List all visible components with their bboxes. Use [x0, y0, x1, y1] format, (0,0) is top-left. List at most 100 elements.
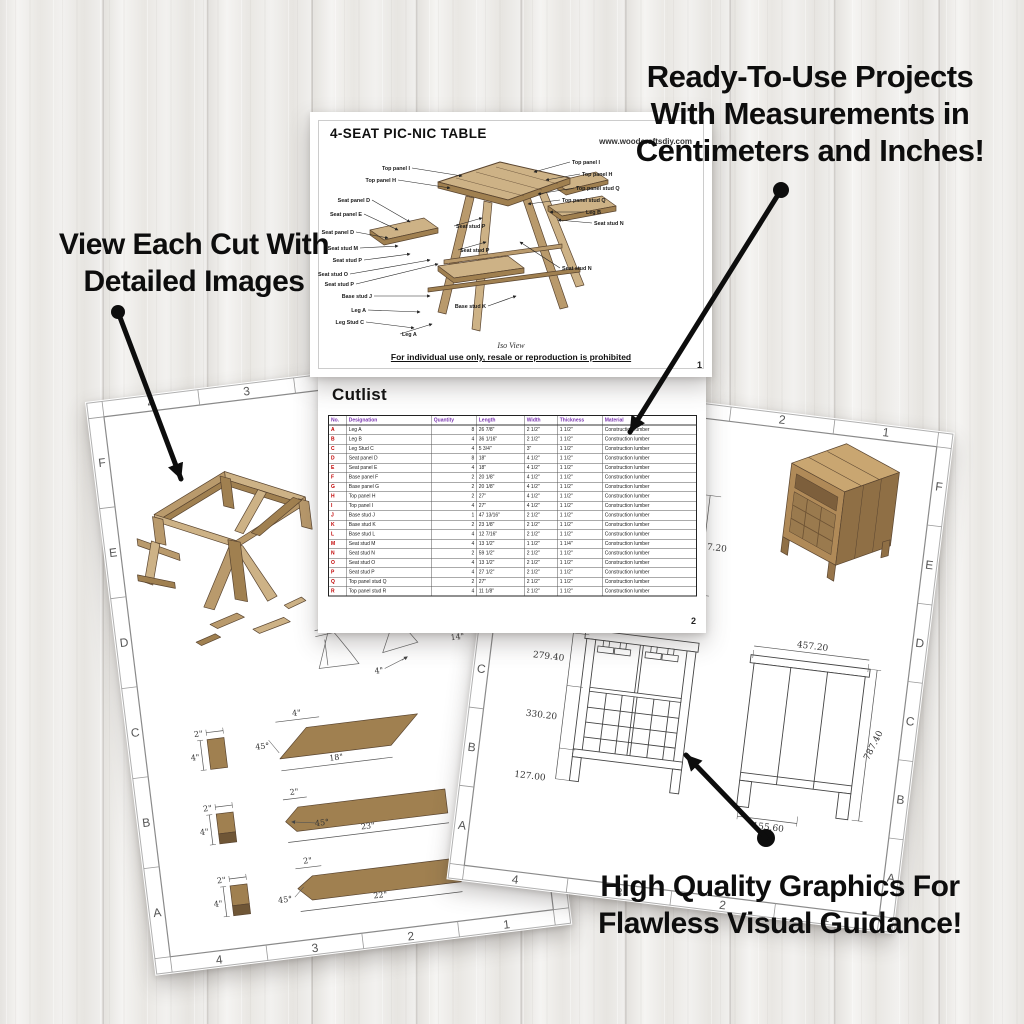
callout-line: View Each Cut With	[58, 228, 330, 261]
cutlist-cell: 2 1/2"	[524, 557, 558, 568]
cutlist-cell: 1 1/2"	[524, 538, 558, 549]
callout-line: High Quality Graphics For	[600, 870, 960, 903]
cutlist-cell: 2	[431, 491, 477, 502]
cutlist-cell: Top panel H	[346, 491, 432, 502]
cut-dim: 4"	[199, 827, 209, 837]
cutlist-cell: 1 1/4"	[557, 538, 603, 549]
cutlist-column-header: Width	[524, 415, 558, 426]
cutlist-cell: 4 1/2"	[524, 472, 558, 483]
cutlist-cell: 4	[431, 434, 477, 445]
cutlist-cell: 27"	[476, 576, 525, 587]
cutlist-cell: Construction lumber	[602, 472, 697, 483]
cutlist-cell: C	[328, 443, 347, 454]
part-label: Seat stud O	[318, 272, 348, 278]
cutlist-cell: Construction lumber	[602, 567, 697, 578]
cutlist-page-number: 2	[690, 616, 696, 626]
cut-dim: 4"	[292, 708, 302, 718]
cutlist-cell: 2	[431, 548, 477, 559]
left-plan-sheet: 44332211FFEEDDCCBBAA4"14"2"4"4"45°18"2"4…	[85, 350, 573, 976]
cutlist-cell: Construction lumber	[602, 481, 697, 492]
cutlist-cell: 2 1/2"	[524, 510, 558, 521]
cutlist-cell: Base stud K	[346, 519, 432, 530]
cutlist-cell: Construction lumber	[602, 491, 697, 502]
cutlist-title: Cutlist	[332, 385, 387, 404]
cutlist-cell: G	[328, 481, 347, 492]
grid-label: 3	[242, 384, 251, 399]
part-label: Seat stud P	[325, 282, 355, 288]
cut-dim: 4"	[190, 753, 200, 763]
cut-dim: 2"	[193, 729, 203, 739]
cutlist-cell: Construction lumber	[602, 424, 697, 435]
cutlist-cell: Construction lumber	[602, 462, 697, 473]
cut-dim: 2"	[203, 804, 213, 814]
part-label: Seat panel D	[322, 230, 354, 236]
cutlist-cell: Construction lumber	[602, 510, 697, 521]
cutlist-column-header: Thickness	[557, 415, 603, 426]
cutlist-cell: 1	[431, 510, 477, 521]
grid-label: 4	[511, 872, 520, 887]
callout-line: With Measurements in	[650, 96, 970, 131]
grid-label: B	[467, 740, 477, 755]
part-label: Top panel stud Q	[576, 186, 620, 192]
cutlist-cell: Q	[328, 576, 347, 587]
cutlist-cell: 4	[431, 443, 477, 454]
cutlist-cell: Base stud J	[346, 510, 432, 521]
grid-label: D	[119, 635, 130, 650]
grid-label: 1	[822, 910, 831, 925]
cutlist-cell: 4	[431, 567, 477, 578]
grid-label: A	[152, 905, 162, 920]
cutlist-cell: 1 1/2"	[557, 548, 603, 559]
cutlist-cell: B	[328, 434, 347, 445]
cutlist-cell: L	[328, 529, 347, 540]
dim-label: 7.20	[706, 543, 727, 555]
cutlist-cell: Construction lumber	[602, 576, 697, 587]
cutlist-cell: 1 1/2"	[557, 472, 603, 483]
cut-dim: 45°	[255, 741, 270, 752]
cutlist-cell: 1 1/2"	[557, 557, 603, 568]
part-label: Top panel stud Q	[562, 198, 606, 204]
cutlist-cell: Construction lumber	[602, 434, 697, 445]
cutlist-cell: M	[328, 538, 347, 549]
grid-label: F	[98, 455, 107, 470]
cutlist-cell: 26 7/8"	[476, 424, 525, 435]
grid-label: A	[457, 818, 467, 833]
grid-label: E	[108, 545, 118, 560]
grid-label: 4	[215, 952, 224, 967]
part-label: Seat stud P	[333, 258, 363, 264]
grid-label: 2	[718, 898, 727, 913]
cutlist-cell: Construction lumber	[602, 548, 697, 559]
cutlist-cell: 2 1/2"	[524, 586, 558, 597]
cutlist-cell: 1 1/2"	[557, 443, 603, 454]
cutlist-cell: Construction lumber	[602, 453, 697, 464]
cutlist-cell: 2 1/2"	[524, 519, 558, 530]
cutlist-cell: Construction lumber	[602, 500, 697, 511]
grid-label: C	[476, 661, 487, 676]
cutlist-cell: 8	[431, 453, 477, 464]
cutlist-cell: 4 1/2"	[524, 481, 558, 492]
callout-line: Centimeters and Inches!	[635, 133, 985, 168]
grid-label: 3	[311, 941, 320, 956]
cut-dim: 4"	[213, 899, 223, 909]
part-label: Leg A	[351, 308, 366, 314]
part-label: Seat stud N	[594, 221, 624, 227]
cutlist-cell: 2	[431, 472, 477, 483]
cut-dim: 45°	[314, 817, 329, 828]
cutlist-column-header: Length	[476, 415, 525, 426]
